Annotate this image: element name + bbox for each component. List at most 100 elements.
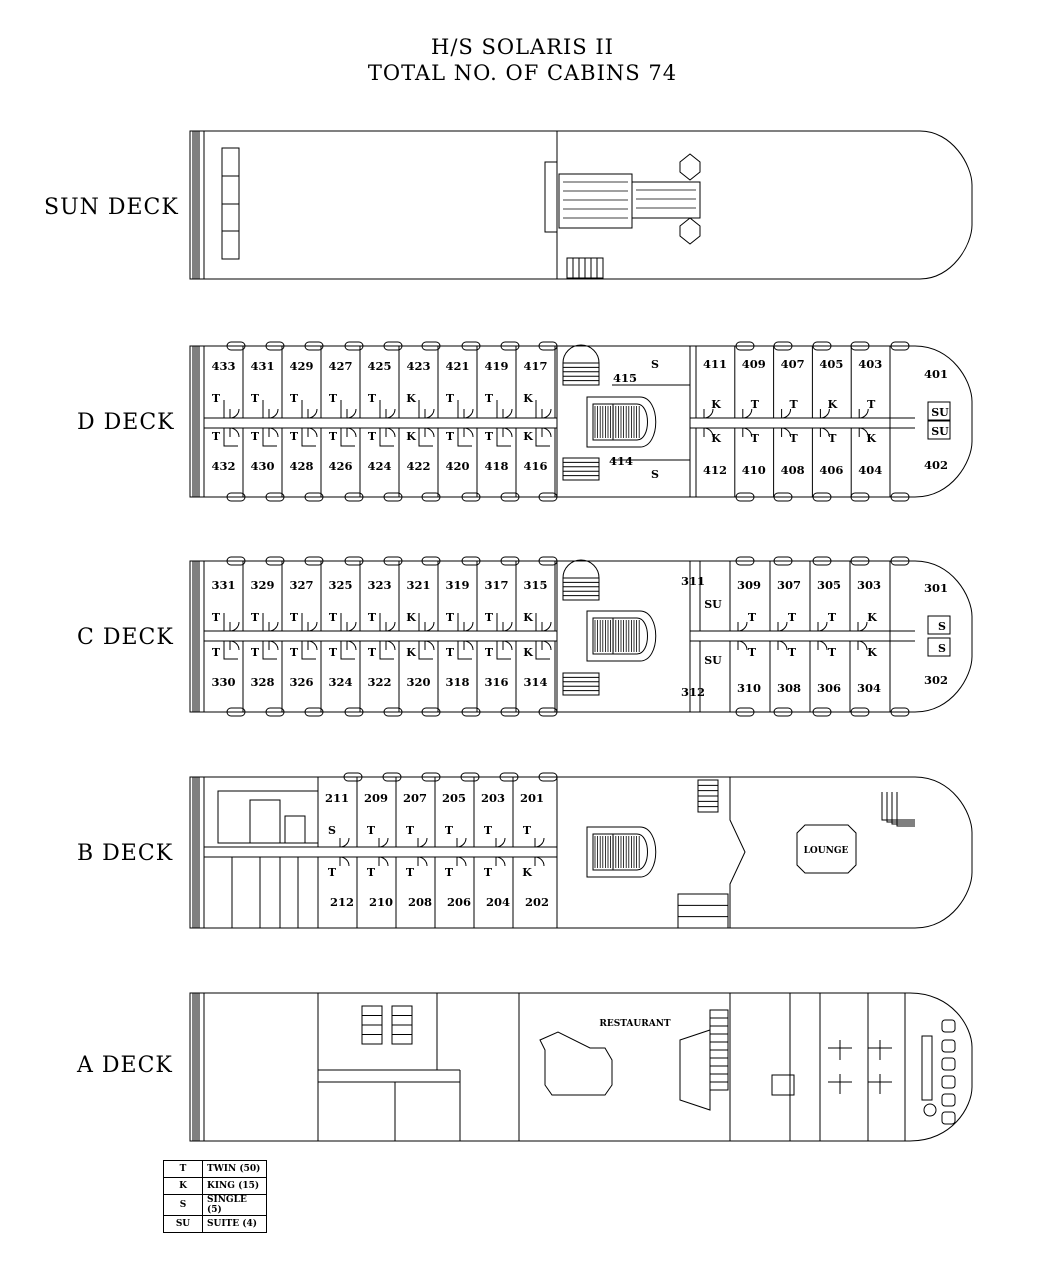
cabin-type-code: T: [485, 646, 494, 659]
cabin-bath: [379, 613, 394, 632]
bow-bollard: [941, 1019, 956, 1033]
cabin-door: [229, 408, 240, 419]
c-deck-porthole: [265, 707, 285, 717]
cabin-type-code: T: [790, 398, 799, 411]
cabin-door: [541, 408, 552, 419]
cabin-door: [819, 427, 830, 438]
cabin-number: 212: [330, 895, 354, 909]
sun-deck-label: SUN DECK: [44, 195, 179, 220]
cabin-number: 426: [328, 459, 352, 473]
cabin-door: [541, 640, 552, 651]
cabin-door: [307, 640, 318, 651]
cabin-type-code: T: [329, 392, 338, 405]
a-deck-label: A DECK: [77, 1053, 173, 1078]
cabin-type-code: T: [212, 646, 221, 659]
cabin-number: 210: [369, 895, 393, 909]
b-deck-porthole: [460, 772, 480, 782]
lounge-wall: [729, 777, 746, 928]
cabin-type-code: T: [790, 432, 799, 445]
cabin-bath: [223, 428, 238, 447]
c-deck-porthole: [461, 556, 481, 566]
cabin-type-code: T: [212, 392, 221, 405]
bow-suite-bath: [927, 401, 951, 421]
cabin-number: 315: [523, 578, 547, 592]
restaurant-buffet: [539, 1031, 613, 1096]
c-deck-atrium-void: [586, 610, 657, 662]
c-deck-porthole: [500, 556, 520, 566]
cabin-bath: [418, 428, 433, 447]
cabin-type-code: T: [212, 611, 221, 624]
whirlpool-octagon: [679, 217, 701, 245]
cabin-number: 311: [681, 574, 705, 588]
cabin-number: 430: [250, 459, 274, 473]
cabin-bath: [379, 641, 394, 660]
cabin-door: [502, 640, 513, 651]
cabin-type-code: T: [251, 430, 260, 443]
d-deck-stairs: [562, 362, 600, 386]
d-deck-porthole: [461, 341, 481, 351]
bow-fixture: [921, 1035, 933, 1101]
cabin-number: 401: [924, 367, 948, 381]
cabin-number: 319: [445, 578, 469, 592]
cabin-number: 427: [328, 359, 352, 373]
cabin-type-code: SU: [931, 406, 949, 419]
c-deck-porthole: [304, 707, 324, 717]
legend-desc: TWIN (50): [202, 1160, 267, 1178]
cabin-type-code: K: [866, 432, 876, 445]
cabin-number: 324: [328, 675, 352, 689]
cabin-number: 420: [445, 459, 469, 473]
restaurant-label: RESTAURANT: [599, 1019, 671, 1029]
cabin-type-code: T: [329, 611, 338, 624]
cabin-door: [703, 427, 714, 438]
d-deck-porthole: [890, 341, 910, 351]
cabin-door: [502, 621, 513, 632]
cabin-door: [268, 408, 279, 419]
cabin-door: [737, 621, 748, 632]
cabin-type-code: T: [446, 430, 455, 443]
cabin-bath: [223, 613, 238, 632]
cabin-type-code: T: [751, 398, 760, 411]
cabin-type-code: T: [406, 824, 415, 837]
cabin-bath: [496, 400, 511, 419]
cabin-type-code: T: [446, 392, 455, 405]
d-deck-porthole: [421, 341, 441, 351]
cabin-bath: [301, 428, 316, 447]
legend-desc: KING (15): [202, 1177, 267, 1195]
cabin-type-code: T: [368, 392, 377, 405]
d-deck-label: D DECK: [77, 410, 175, 435]
cabin-number: 331: [211, 578, 235, 592]
lounge-window: [881, 792, 915, 821]
cabin-type-code: K: [711, 432, 721, 445]
cabin-door: [737, 640, 748, 651]
cabin-type-code: K: [523, 392, 533, 405]
cabin-type-code: T: [484, 866, 493, 879]
a-deck-door: [868, 1074, 892, 1094]
a-deck-door: [828, 1040, 852, 1060]
cabin-door: [339, 856, 350, 867]
d-deck-porthole: [383, 341, 403, 351]
cabin-number: 308: [777, 681, 801, 695]
cabin-type-code: K: [711, 398, 721, 411]
cabin-type-code: T: [251, 646, 260, 659]
bow-anchor: [923, 1103, 937, 1117]
cabin-number: 408: [781, 463, 805, 477]
c-deck-porthole: [461, 707, 481, 717]
cabin-legend: T TWIN (50) K KING (15) S SINGLE (5) SU …: [163, 1160, 267, 1233]
cabin-door: [268, 621, 279, 632]
cabin-number: 423: [406, 359, 430, 373]
d-deck-porthole: [812, 492, 832, 502]
b-deck-porthole: [499, 772, 519, 782]
cabin-number: 403: [858, 357, 882, 371]
lounge-window: [896, 792, 915, 827]
cabin-door: [463, 621, 474, 632]
c-deck-stairs: [562, 672, 600, 696]
cabin-number: 314: [523, 675, 547, 689]
cabin-number: 327: [289, 578, 313, 592]
cabin-bath: [457, 613, 472, 632]
d-deck-porthole: [344, 341, 364, 351]
d-deck-porthole: [461, 492, 481, 502]
cabin-door: [781, 427, 792, 438]
stair-arch: [562, 559, 600, 579]
lounge-window: [891, 792, 915, 825]
cabin-type-code: T: [290, 611, 299, 624]
